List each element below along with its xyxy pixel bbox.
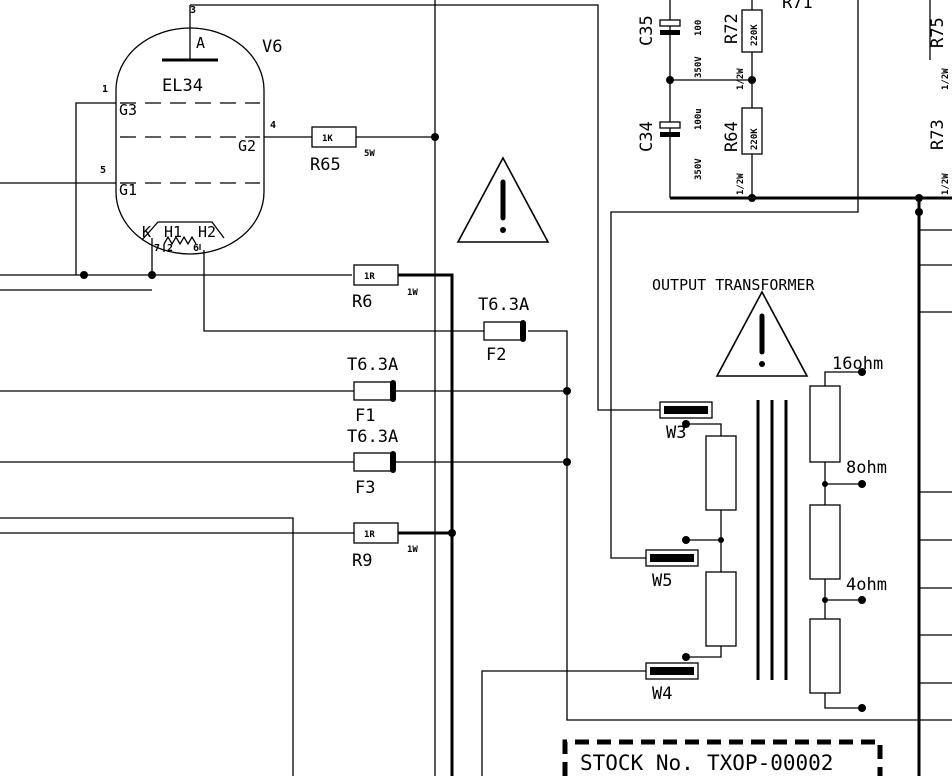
- c34-value: 100u: [694, 108, 704, 130]
- r75-power: 1/2W: [941, 68, 951, 90]
- connector-w3: [659, 401, 713, 419]
- resistor-r65: [311, 126, 357, 148]
- r73-power: 1/2W: [941, 173, 951, 195]
- w4-label: W4: [652, 684, 672, 704]
- tube-pin-g3-num: 1: [102, 84, 108, 95]
- r75-ref: R75: [928, 17, 948, 48]
- tube-pin-g2-num: 4: [270, 120, 276, 131]
- f1-rating: T6.3A: [347, 355, 398, 375]
- tube-pin-anode-num: 3: [190, 5, 196, 16]
- stock-label: STOCK No.: [580, 751, 694, 775]
- tube-v6: [115, 5, 265, 275]
- r64-power: 1/2W: [736, 173, 746, 195]
- warning-icon: [456, 156, 550, 243]
- stock-box: [562, 739, 883, 776]
- tube-pin-g2: G2: [238, 137, 256, 155]
- f2-rating: T6.3A: [478, 295, 529, 315]
- r65-ref: R65: [310, 155, 341, 175]
- r64-ref: R64: [722, 121, 742, 152]
- resistor-r6: [353, 264, 399, 286]
- tube-pin-g3: G3: [119, 101, 137, 119]
- capacitor-c34: [659, 121, 681, 137]
- capacitor-c35: [659, 19, 681, 35]
- tube-pin-h1-num: 2: [167, 243, 173, 254]
- tap-4ohm: 4ohm: [846, 575, 887, 595]
- resistor-r9: [353, 522, 399, 544]
- r72-power: 1/2W: [736, 68, 746, 90]
- tube-pin-h1: H1: [164, 223, 182, 241]
- connector-w4: [645, 662, 699, 680]
- r64-value: 220K: [750, 128, 760, 150]
- c34-ref: C34: [637, 121, 657, 152]
- f2-ref: F2: [486, 345, 506, 365]
- r72-value: 220K: [750, 24, 760, 46]
- fuse-f1: [353, 380, 396, 402]
- tube-pin-h2-num: 6: [193, 243, 199, 254]
- tube-type: EL34: [162, 76, 203, 96]
- r6-value: 1R: [364, 272, 375, 282]
- junctions: [80, 76, 923, 537]
- connector-w5: [645, 549, 699, 567]
- r65-power: 5W: [364, 149, 375, 159]
- c35-voltage: 350V: [694, 56, 704, 78]
- w3-label: W3: [666, 423, 686, 443]
- r9-ref: R9: [352, 551, 372, 571]
- fuse-f3: [353, 451, 396, 473]
- r9-power: 1W: [407, 545, 418, 555]
- resistor-r72: [741, 9, 763, 53]
- tube-pin-a: A: [196, 34, 205, 52]
- c34-voltage: 350V: [694, 158, 704, 180]
- r72-ref: R72: [722, 13, 742, 44]
- r71-ref: R71: [782, 0, 813, 13]
- c35-value: 100: [694, 20, 704, 36]
- r65-value: 1K: [322, 134, 333, 144]
- tap-16ohm: 16ohm: [832, 354, 883, 374]
- warning-icon: [715, 290, 809, 377]
- stock-code: TXOP-00002: [707, 751, 833, 775]
- tube-pin-h2: H2: [198, 223, 216, 241]
- output-transformer: [682, 368, 866, 712]
- r6-power: 1W: [407, 288, 418, 298]
- r6-ref: R6: [352, 292, 372, 312]
- f3-ref: F3: [355, 478, 375, 498]
- tap-8ohm: 8ohm: [846, 458, 887, 478]
- c35-ref: C35: [637, 15, 657, 46]
- f3-rating: T6.3A: [347, 427, 398, 447]
- tube-ref: V6: [262, 37, 282, 57]
- resistor-r64: [741, 107, 763, 155]
- tube-pin-g1-num: 5: [100, 165, 106, 176]
- tube-pin-g1: G1: [119, 181, 137, 199]
- tube-pin-k-num: 7: [154, 243, 160, 254]
- r73-ref: R73: [928, 119, 948, 150]
- r9-value: 1R: [364, 530, 375, 540]
- w5-label: W5: [652, 571, 672, 591]
- tube-pin-k: K: [142, 223, 151, 241]
- fuse-f2: [483, 320, 526, 342]
- f1-ref: F1: [355, 406, 375, 426]
- transformer-title: OUTPUT TRANSFORMER: [652, 276, 816, 294]
